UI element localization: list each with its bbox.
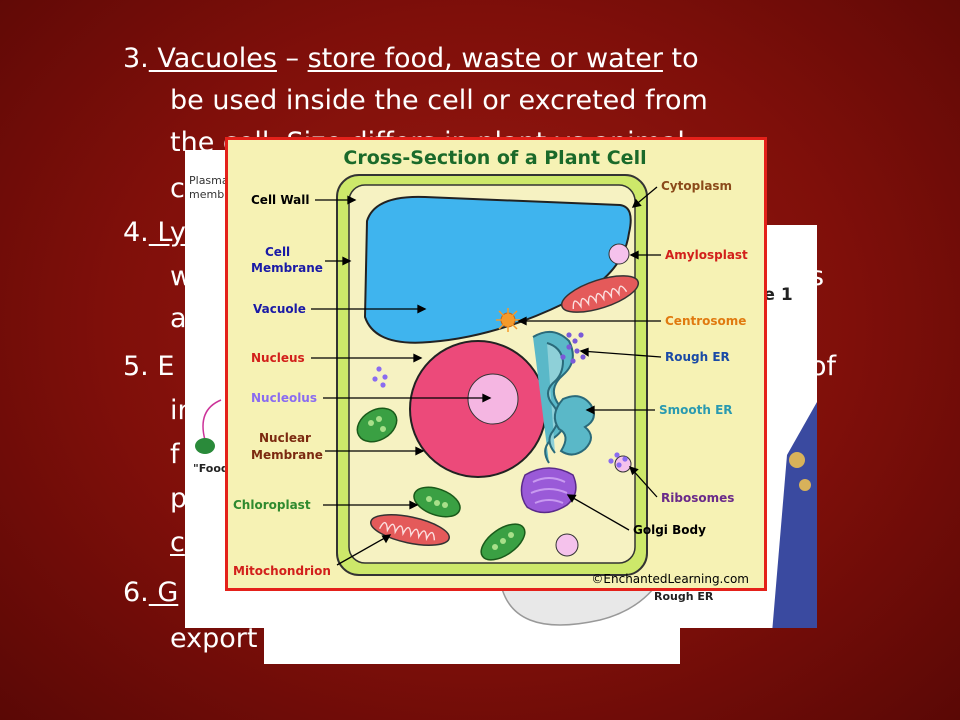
point-4-line-3: a	[170, 303, 187, 334]
label-smooth-er: Smooth ER	[659, 403, 733, 417]
point-3-number: 3.	[123, 43, 149, 74]
back-label-plasma: Plasma	[189, 174, 229, 187]
diagram-credit: ©EnchantedLearning.com	[591, 572, 749, 586]
point-3-line-4: c	[170, 173, 185, 204]
label-vacuole: Vacuole	[253, 302, 306, 316]
point-3-definition: store food, waste or water	[307, 43, 663, 74]
vesicle	[555, 533, 579, 557]
point-3-line-1: 3. Vacuoles – store food, waste or water…	[123, 42, 699, 76]
back-label-membrane: membr	[189, 188, 229, 201]
free-ribosomes	[372, 366, 628, 468]
label-nucleus: Nucleus	[251, 351, 305, 365]
point-4-number: 4.	[123, 217, 149, 248]
amyloplast	[608, 243, 630, 265]
point-3-line-2: be used inside the cell or excreted from	[170, 85, 708, 116]
left-labels: Cell Wall Cell Membrane Vacuole Nucleus …	[233, 193, 331, 578]
leader-lines	[311, 186, 662, 566]
point-6-term: G	[148, 577, 179, 608]
point-6-line-2: export	[170, 623, 258, 654]
label-chloroplast: Chloroplast	[233, 498, 311, 512]
point-4-term: Ly	[148, 217, 186, 248]
label-mitochondrion: Mitochondrion	[233, 564, 331, 578]
diagram-title: Cross-Section of a Plant Cell	[343, 147, 646, 169]
dash: –	[276, 43, 308, 74]
label-nuclear-membrane: Membrane	[251, 448, 323, 462]
label-amylosplast: Amylosplast	[665, 248, 748, 262]
label-cell: Cell	[265, 245, 290, 259]
back-label-food: "Food	[193, 462, 229, 475]
point-5-line-4: p	[170, 483, 188, 514]
point-6-number: 6.	[123, 577, 149, 608]
golgi-body	[520, 467, 577, 514]
label-golgi-body: Golgi Body	[633, 523, 706, 537]
plant-cell-svg: Cross-Section of a Plant Cell	[225, 137, 767, 591]
nucleolus	[467, 373, 519, 425]
back-figure-bottom-drawing	[501, 590, 654, 626]
mitochondrion-bottom-cristae	[378, 521, 436, 542]
point-6-line-1: 6. G	[123, 576, 178, 610]
label-rough-er: Rough ER	[665, 350, 730, 364]
point-5-line-1: 5. E	[123, 351, 175, 382]
smooth-er	[553, 395, 595, 456]
back-figure-bottom	[264, 590, 680, 664]
back-label-rough-er: Rough ER	[654, 590, 714, 603]
point-4-line-1: 4. Ly	[123, 216, 186, 250]
back-figure-right-drawing	[772, 402, 817, 628]
chloroplasts	[356, 407, 526, 561]
mitochondrion-top-cristae	[572, 285, 628, 310]
point-3-term: Vacuoles	[148, 43, 277, 74]
point-5-line-5: c	[170, 527, 185, 558]
label-nuclear: Nuclear	[259, 431, 311, 445]
label-nucleolus: Nucleolus	[251, 391, 317, 405]
plant-cell-diagram: Cross-Section of a Plant Cell	[225, 137, 767, 591]
label-cytoplasm: Cytoplasm	[661, 179, 732, 193]
point-5-line-3: f	[170, 439, 180, 470]
point-3-rest: to	[662, 43, 699, 74]
centrosome	[496, 308, 520, 332]
label-cell-wall: Cell Wall	[251, 193, 309, 207]
label-ribosomes: Ribosomes	[661, 491, 734, 505]
ribosomes-er	[560, 332, 586, 364]
label-centrosome: Centrosome	[665, 314, 746, 328]
label-cell-membrane: Membrane	[251, 261, 323, 275]
right-labels: Cytoplasm Amylosplast Centrosome Rough E…	[633, 179, 748, 537]
